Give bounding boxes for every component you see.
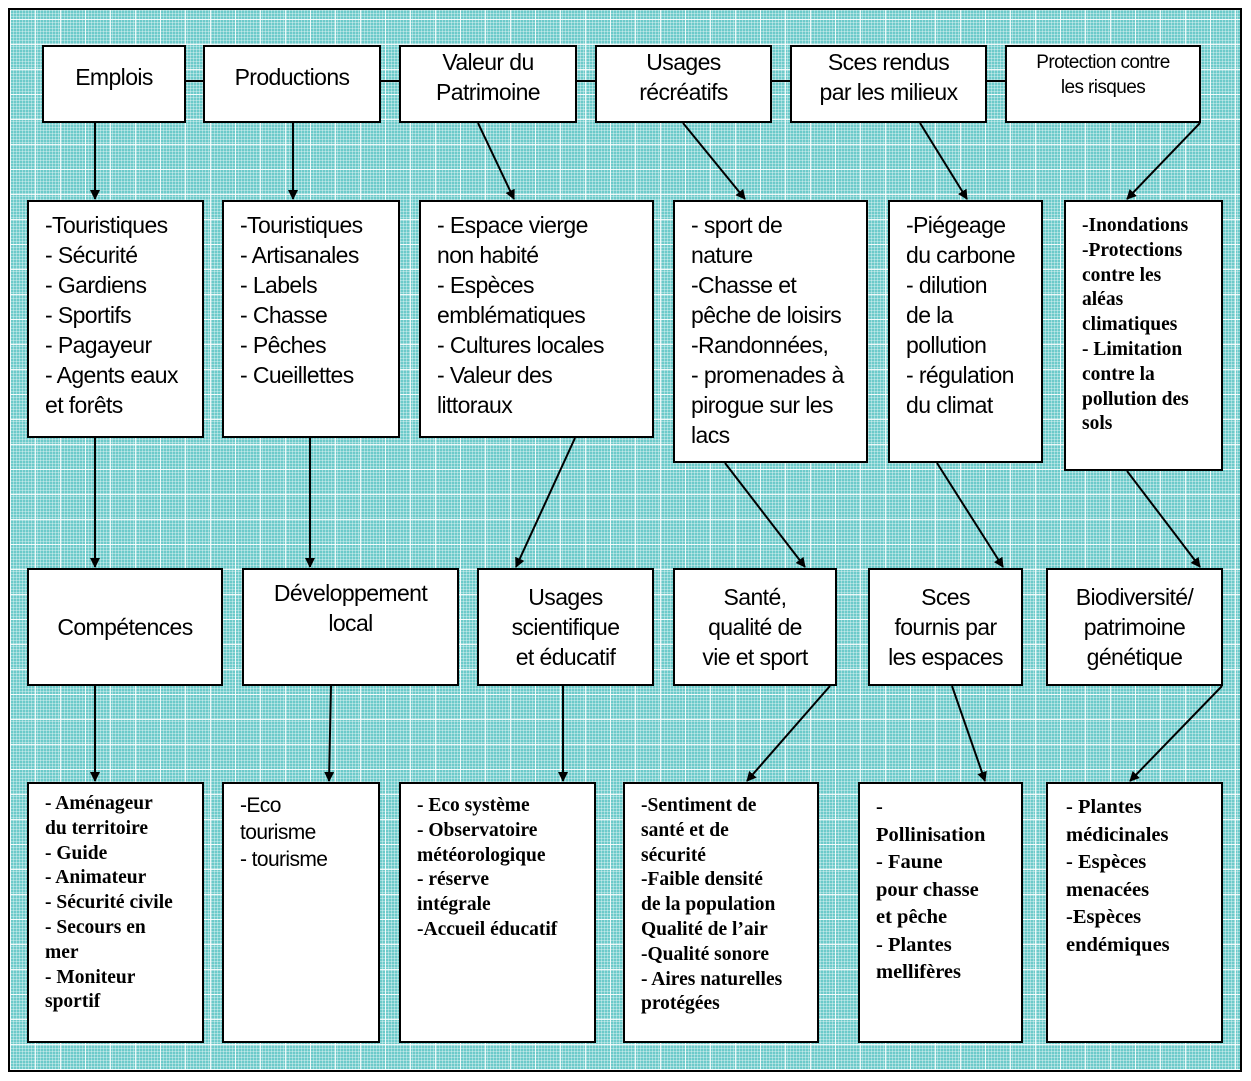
box-valeur-patrimoine: Valeur du Patrimoine	[399, 45, 577, 123]
arrow-icon	[1129, 685, 1223, 782]
box-sante-qualite: Santé, qualité de vie et sport	[673, 568, 837, 686]
arrow-icon	[951, 685, 987, 782]
box-competences: Compétences	[27, 568, 223, 686]
box-sces-rendus: Sces rendus par les milieux	[790, 45, 987, 123]
box-productions-details: -Touristiques - Artisanales - Labels - C…	[222, 200, 400, 438]
arrow-icon	[1126, 470, 1201, 568]
box-developpement-details: -Eco tourisme - tourisme	[222, 782, 380, 1043]
box-sante-details: -Sentiment de santé et de sécurité -Faib…	[623, 782, 819, 1043]
diagram-background	[8, 8, 1242, 1072]
box-competences-details: - Aménageur du territoire - Guide - Anim…	[27, 782, 204, 1043]
box-biodiversite-details: - Plantes médicinales - Espèces menacées…	[1046, 782, 1223, 1043]
arrow-icon	[1126, 122, 1201, 200]
box-sces-fournis: Sces fournis par les espaces	[868, 568, 1023, 686]
arrow-icon	[324, 685, 335, 782]
arrow-icon	[477, 122, 515, 200]
box-usages-recreatifs: Usages récréatifs	[595, 45, 772, 123]
box-recreatifs-details: - sport de nature -Chasse et pêche de lo…	[673, 200, 868, 463]
box-usages-scientifique: Usages scientifique et éducatif	[477, 568, 654, 686]
box-emplois: Emplois	[42, 45, 186, 123]
arrow-icon	[682, 122, 746, 200]
box-patrimoine-details: - Espace vierge non habité - Espèces emb…	[419, 200, 654, 438]
box-scientifique-details: - Eco système - Observatoire météorologi…	[399, 782, 596, 1043]
box-productions: Productions	[203, 45, 381, 123]
arrow-icon	[919, 122, 968, 200]
box-espaces-details: - Pollinisation - Faune pour chasse et p…	[858, 782, 1023, 1043]
arrow-icon	[724, 462, 806, 568]
arrow-icon	[936, 462, 1004, 568]
box-biodiversite: Biodiversité/ patrimoine génétique	[1046, 568, 1223, 686]
box-protection-risques: Protection contre les risques	[1005, 45, 1201, 123]
arrow-icon	[746, 685, 831, 782]
box-risques-details: -Inondations -Protections contre les alé…	[1064, 200, 1223, 471]
arrow-icon	[515, 437, 576, 568]
box-developpement-local: Développement local	[242, 568, 459, 686]
box-emplois-details: -Touristiques - Sécurité - Gardiens - Sp…	[27, 200, 204, 438]
box-milieux-details: -Piégeage du carbone - dilution de la po…	[888, 200, 1043, 463]
